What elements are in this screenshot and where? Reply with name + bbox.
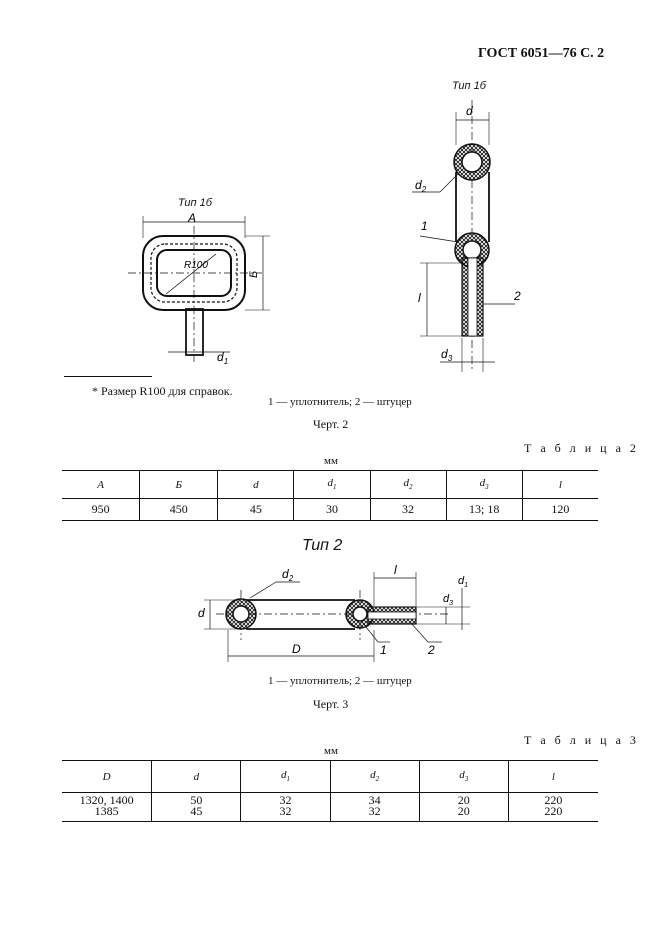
fig2-dim-l: l	[418, 291, 421, 305]
table3-header: d1	[240, 760, 331, 793]
fig2-caption: Черт. 2	[313, 417, 349, 431]
table2-header: d3	[445, 470, 523, 499]
table3-cell: 20	[418, 805, 509, 822]
table2-header: A	[97, 478, 104, 491]
table3-header: d2	[329, 760, 420, 793]
table3-header: d3	[418, 760, 509, 793]
table3-header: l	[507, 760, 598, 793]
fig2-pos-1: 1	[421, 219, 428, 233]
table2-cell: 32	[369, 498, 447, 521]
fig2-right-part	[412, 100, 515, 372]
table3-cell: 32	[240, 792, 331, 806]
fig3-legend: 1 — уплотнитель; 2 — штуцер	[268, 675, 412, 687]
fig3-pos-1: 1	[380, 643, 387, 657]
table2-units: мм	[324, 455, 338, 467]
fig3-dim-d3: d3	[443, 593, 453, 607]
fig2-dim-R: R100	[184, 260, 208, 271]
table3-cell: 220	[507, 792, 598, 806]
fig2-drawing: А Б R100 d1 d d2 1	[128, 100, 521, 372]
fig2-pos-2: 2	[513, 289, 521, 303]
footnote-rule	[64, 376, 152, 377]
table-row: 1320, 1400 50 32 34 20 220	[62, 792, 598, 807]
table3-cell: 45	[151, 805, 241, 822]
table2-header: Б	[139, 470, 218, 499]
table3-cell: 1320, 1400	[79, 793, 134, 807]
table3-cell: 1385	[94, 804, 119, 818]
table3-header-row: D d d1 d2 d3 l	[62, 760, 598, 793]
table2-cell: 450	[139, 498, 218, 521]
fig3-dim-D: D	[292, 642, 301, 656]
table2-cell: 30	[293, 498, 370, 521]
table3-cell: 32	[240, 805, 331, 822]
fig3-dim-d1: d1	[458, 575, 468, 589]
table2-header: d1	[293, 470, 370, 499]
table3-cell: 20	[418, 792, 509, 806]
fig3-dim-d: d	[198, 606, 205, 620]
table3-cell: 220	[507, 805, 598, 822]
table3-header: d	[151, 760, 241, 793]
table3: D d d1 d2 d3 l 1320, 1400 50 32 34 20 22…	[62, 760, 598, 822]
table-row: 950 450 45 30 32 13; 18 120	[62, 498, 598, 521]
fig2-left-type-label: Тип 1б	[178, 197, 212, 209]
page-header: ГОСТ 6051—76 С. 2	[478, 46, 605, 61]
fig3-type-label: Тип 2	[302, 537, 343, 554]
fig3-dim-l: l	[394, 563, 397, 577]
table2-header: d	[217, 470, 294, 499]
table3-cell: 32	[329, 805, 420, 822]
fig3-pos-2: 2	[427, 643, 435, 657]
fig2-right-type-label: Тип 1б	[452, 80, 486, 92]
fig2-dim-d3: d3	[441, 347, 453, 363]
table3-units: мм	[324, 745, 338, 757]
table2-header-row: A Б d d1 d2 d3 l	[62, 470, 598, 499]
fig3-part	[204, 572, 470, 662]
table2-header: l	[521, 470, 598, 499]
table2-cell: 120	[521, 498, 598, 521]
fig3-caption: Черт. 3	[313, 697, 349, 711]
fig2-dim-B: Б	[248, 271, 260, 278]
fig2-left-frame	[128, 216, 270, 362]
table2: A Б d d1 d2 d3 l 950 450 45 30 32 13; 18…	[62, 470, 598, 521]
fig2-footnote: * Размер R100 для справок.	[92, 384, 233, 398]
fig3-dim-d2: d2	[282, 567, 294, 583]
fig2-dim-A: А	[187, 211, 196, 225]
fig2-dim-d1: d1	[217, 350, 228, 366]
table3-header: D	[102, 770, 111, 783]
fig2-dim-d2: d2	[415, 178, 427, 194]
table2-cell: 13; 18	[445, 498, 523, 521]
fig2-dim-d: d	[466, 104, 473, 118]
table-row: 1385 45 32 32 20 220	[62, 804, 598, 822]
fig3-drawing: d d2 D l d3 d1 1 2	[198, 563, 470, 662]
table2-cell: 950	[91, 502, 110, 516]
table2-title: Т а б л и ц а 2	[524, 441, 639, 455]
table2-cell: 45	[217, 498, 294, 521]
table3-cell: 50	[151, 792, 241, 806]
table3-title: Т а б л и ц а 3	[524, 733, 639, 747]
fig2-legend: 1 — уплотнитель; 2 — штуцер	[268, 396, 412, 408]
table2-header: d2	[369, 470, 447, 499]
table3-cell: 34	[329, 792, 420, 806]
